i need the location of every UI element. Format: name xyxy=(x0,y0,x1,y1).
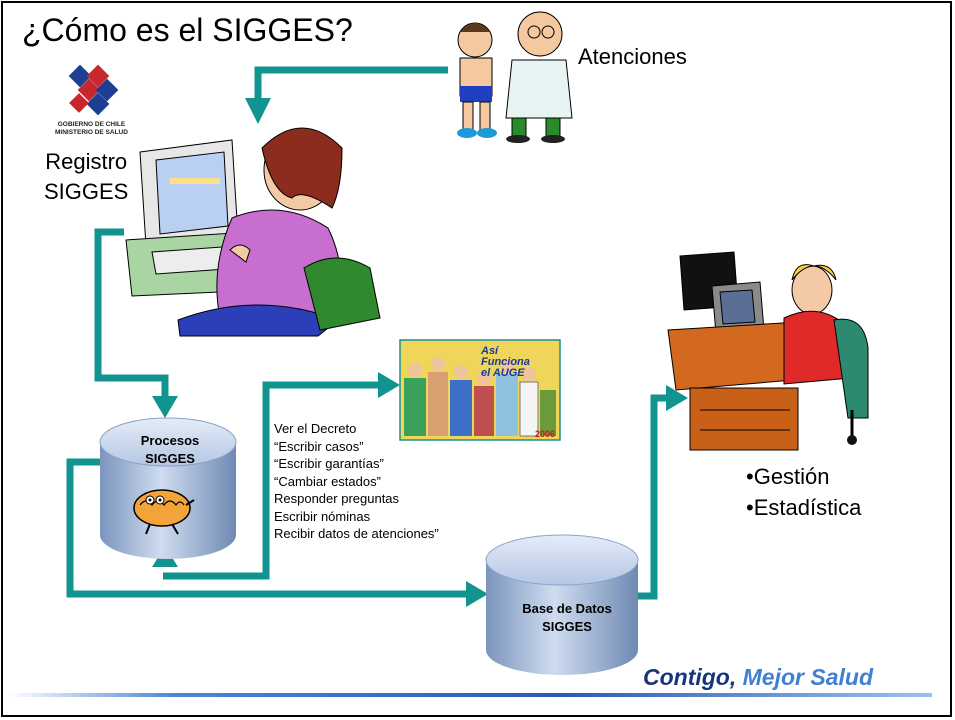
registro-line-1: Registro xyxy=(45,149,128,174)
output-item-estadistica: •Estadística xyxy=(746,495,862,520)
base-datos-line-1: Base de Datos xyxy=(522,601,612,616)
arrowhead-registro xyxy=(245,98,271,124)
step-item: “Cambiar estados” xyxy=(274,473,381,489)
connector-registro-to-procesos xyxy=(94,228,169,398)
connector-basedatos-to-gestion xyxy=(636,394,668,600)
step-item: Escribir nóminas xyxy=(274,508,371,524)
outputs-list: •Gestión •Estadística xyxy=(746,461,861,523)
logo-line-1: GOBIERNO DE CHILE xyxy=(57,121,126,128)
arrowhead-gestion xyxy=(666,385,688,411)
gestion-manager-illustration xyxy=(667,251,869,451)
slogan-part-2: Mejor Salud xyxy=(742,664,873,690)
gobierno-logo-text: GOBIERNO DE CHILE MINISTERIO DE SALUD xyxy=(55,121,128,137)
basedatos-cylinder xyxy=(485,534,639,675)
registro-line-2: SIGGES xyxy=(44,179,129,204)
step-item: Recibir datos de atenciones” xyxy=(274,526,439,541)
step-item: “Escribir garantías” xyxy=(274,456,384,471)
doctor-patient-illustration xyxy=(457,11,573,143)
registro-sigges-label: Registro SIGGES xyxy=(44,147,128,207)
poster-line-3: el AUGE xyxy=(481,367,525,379)
procesos-sigges-label: Procesos SIGGES xyxy=(105,432,235,468)
gobierno-logo xyxy=(68,64,119,116)
base-datos-label: Base de Datos SIGGES xyxy=(492,600,642,636)
brain-mascot-icon xyxy=(133,489,195,535)
poster-line-2: Funciona xyxy=(481,356,530,368)
output-item-gestion: •Gestión xyxy=(746,464,830,489)
arrowhead-procesos xyxy=(152,396,178,418)
arrowhead-basedatos xyxy=(466,581,488,607)
procesos-line-1: Procesos xyxy=(140,433,200,448)
process-steps-list: Ver el Decreto “Escribir casos” “Escribi… xyxy=(274,420,439,543)
poster-caption: Así Funciona el AUGE xyxy=(481,346,530,379)
step-item: Ver el Decreto xyxy=(274,421,357,436)
step-item: “Escribir casos” xyxy=(274,438,364,454)
atenciones-label: Atenciones xyxy=(578,44,687,69)
logo-line-2: MINISTERIO DE SALUD xyxy=(55,129,128,136)
base-datos-line-2: SIGGES xyxy=(542,619,592,634)
step-item: Responder preguntas xyxy=(274,491,400,506)
slogan: Contigo, Mejor Salud xyxy=(643,664,873,691)
arrowhead-poster xyxy=(378,372,400,398)
connector-procesos-to-basedatos xyxy=(66,458,468,598)
connector-procesos-to-poster xyxy=(163,381,380,580)
connector-atenciones-to-registro xyxy=(254,66,448,100)
poster-line-1: Así xyxy=(481,345,499,357)
slide-title: ¿Cómo es el SIGGES? xyxy=(22,12,353,48)
procesos-line-2: SIGGES xyxy=(145,451,195,466)
poster-year: 2006 xyxy=(535,429,556,439)
registro-operator-illustration xyxy=(125,127,381,337)
auge-poster-image xyxy=(399,339,561,441)
footer-divider xyxy=(8,693,932,697)
slogan-part-1: Contigo, xyxy=(643,664,743,690)
